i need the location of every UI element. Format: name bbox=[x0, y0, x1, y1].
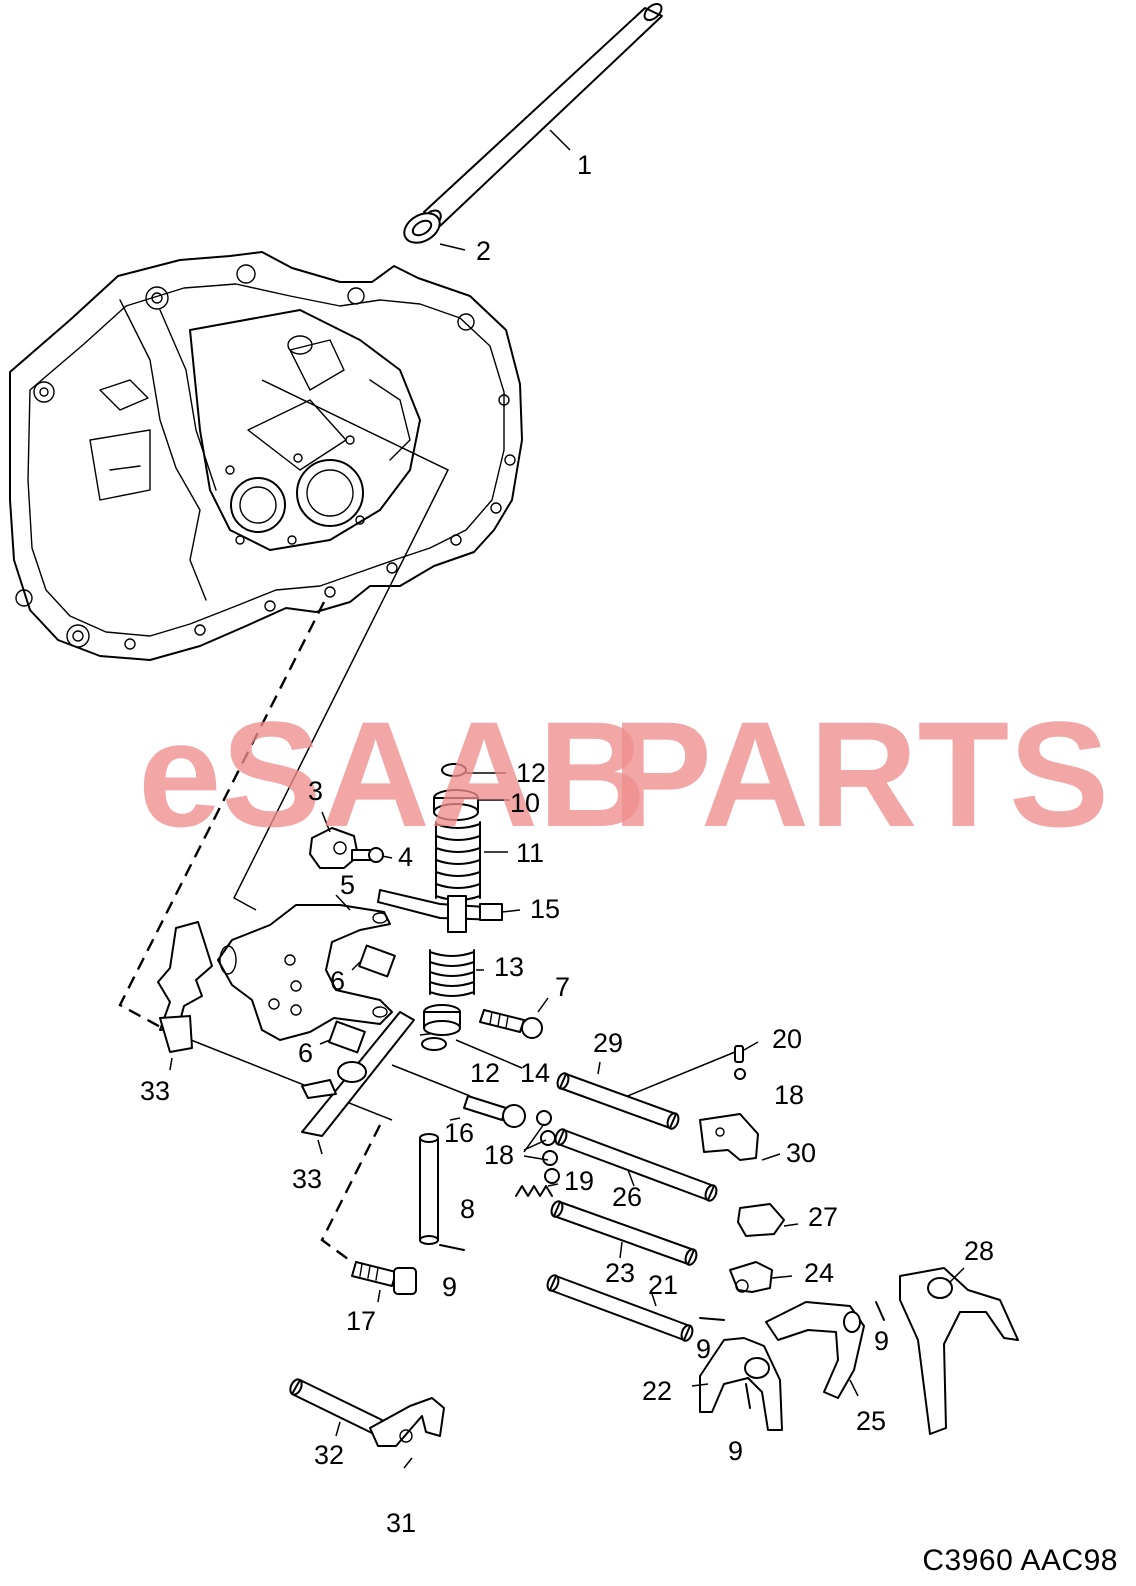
rod-part-32 bbox=[289, 1378, 383, 1435]
callout-labels: 1 2 3 4 5 6 6 7 8 9 9 9 9 9 10 11 12 12 … bbox=[140, 150, 994, 1538]
shaft-part-1 bbox=[422, 2, 663, 229]
callout-label: 18 bbox=[774, 1080, 804, 1110]
pin-part-9-22 bbox=[745, 1383, 751, 1409]
watermark-text-secondary: PARTS bbox=[612, 690, 1109, 858]
rod-part-21 bbox=[546, 1274, 694, 1342]
spring-part-19 bbox=[515, 1185, 553, 1197]
leader-lines bbox=[169, 129, 965, 1469]
callout-label: 33 bbox=[140, 1076, 170, 1106]
callout-label: 4 bbox=[398, 842, 413, 872]
bolt-part-7 bbox=[479, 1009, 543, 1039]
rod-part-23 bbox=[550, 1200, 698, 1266]
callout-label: 25 bbox=[856, 1406, 886, 1436]
callout-label: 23 bbox=[605, 1258, 635, 1288]
fork-part-22 bbox=[699, 1337, 783, 1431]
assembly-dashed-lines bbox=[118, 601, 382, 1263]
callout-label: 30 bbox=[786, 1138, 816, 1168]
fork-part-25 bbox=[765, 1301, 865, 1399]
callout-label: 15 bbox=[530, 894, 560, 924]
bushing-part-6a bbox=[358, 944, 396, 978]
callout-label: 32 bbox=[314, 1440, 344, 1470]
drawing-code: C3960 AAC98 bbox=[922, 1544, 1118, 1577]
callout-label: 17 bbox=[346, 1306, 376, 1336]
callout-label: 2 bbox=[476, 236, 491, 266]
bracket-part-3 bbox=[309, 827, 359, 869]
assembly-center-lines bbox=[185, 379, 736, 1121]
callout-label: 3 bbox=[308, 776, 323, 806]
plate-part-33 bbox=[157, 921, 213, 1053]
rod-part-26 bbox=[554, 1128, 718, 1202]
callout-label: 9 bbox=[696, 1334, 711, 1364]
sleeve-part-14 bbox=[423, 1004, 461, 1036]
callout-label: 6 bbox=[330, 966, 345, 996]
callout-label: 13 bbox=[494, 952, 524, 982]
callout-label: 19 bbox=[564, 1166, 594, 1196]
watermark-text-primary: eSAAB bbox=[138, 690, 646, 858]
fork-part-31 bbox=[369, 1397, 445, 1447]
bushing-part-6b bbox=[328, 1020, 366, 1054]
callout-label: 16 bbox=[444, 1118, 474, 1148]
callout-label: 31 bbox=[386, 1508, 416, 1538]
callout-label: 18 bbox=[484, 1140, 514, 1170]
pin-part-9-24 bbox=[699, 1317, 725, 1321]
callout-label: 33 bbox=[292, 1164, 322, 1194]
seal-part-2 bbox=[403, 212, 441, 244]
block-part-30 bbox=[699, 1113, 759, 1161]
callout-label: 22 bbox=[642, 1376, 672, 1406]
callout-label: 26 bbox=[612, 1182, 642, 1212]
spring-part-11 bbox=[435, 821, 481, 901]
lever-part-15 bbox=[377, 889, 503, 933]
callout-label: 11 bbox=[516, 838, 544, 868]
rod-part-29 bbox=[556, 1072, 680, 1130]
shaft-part-8 bbox=[419, 1133, 439, 1245]
callout-label: 29 bbox=[593, 1028, 623, 1058]
shift-lever-part-33 bbox=[301, 1011, 415, 1137]
pin-part-20 bbox=[734, 1045, 744, 1063]
callout-label: 9 bbox=[874, 1326, 889, 1356]
callout-label: 12 bbox=[516, 758, 546, 788]
selector-housing-part-5 bbox=[217, 904, 393, 1041]
callout-label: 10 bbox=[510, 788, 540, 818]
callout-label: 21 bbox=[648, 1270, 678, 1300]
callout-label: 6 bbox=[298, 1038, 313, 1068]
callout-label: 8 bbox=[460, 1194, 475, 1224]
callout-label: 14 bbox=[520, 1058, 550, 1088]
sleeve-part-27 bbox=[737, 1203, 785, 1237]
block-part-24 bbox=[729, 1261, 773, 1293]
pin-part-9-center bbox=[439, 1244, 465, 1251]
bolt-part-16 bbox=[463, 1095, 526, 1128]
pin-part-9-25 bbox=[875, 1301, 885, 1321]
callout-label: 9 bbox=[728, 1436, 743, 1466]
spring-part-13 bbox=[429, 949, 475, 997]
callout-label: 24 bbox=[804, 1258, 834, 1288]
gearbox-housing bbox=[9, 251, 523, 661]
screw-part-4 bbox=[351, 847, 384, 863]
callout-label: 12 bbox=[470, 1058, 500, 1088]
callout-label: 27 bbox=[808, 1202, 838, 1232]
callout-label: 7 bbox=[555, 972, 570, 1002]
watermark: eSAAB PARTS bbox=[138, 690, 1109, 858]
callout-label: 9 bbox=[442, 1272, 457, 1302]
callout-label: 5 bbox=[340, 870, 355, 900]
callout-label: 1 bbox=[577, 150, 592, 180]
callout-label: 28 bbox=[964, 1236, 994, 1266]
bolt-part-17 bbox=[351, 1261, 417, 1295]
callout-label: 20 bbox=[772, 1024, 802, 1054]
fork-part-28 bbox=[899, 1267, 1019, 1435]
cap-part-10 bbox=[433, 789, 479, 821]
clip-part-12-bottom bbox=[421, 1037, 447, 1051]
balls-part-18 bbox=[536, 1068, 746, 1184]
clip-part-12-top bbox=[441, 763, 467, 777]
